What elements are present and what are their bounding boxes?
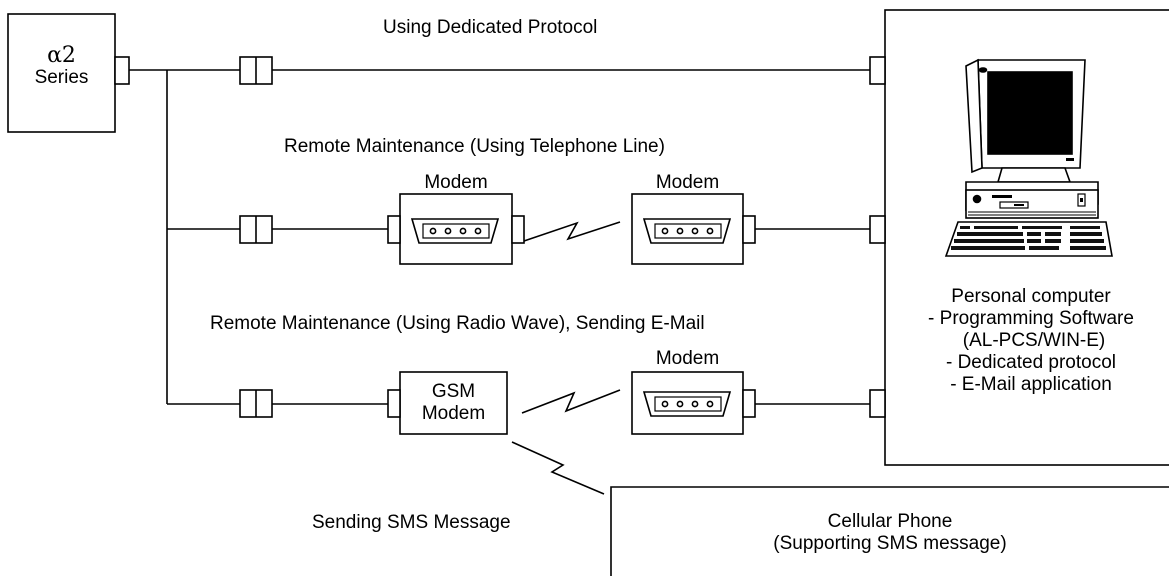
alpha2-port bbox=[114, 56, 130, 85]
modem-label-telephone-left: Modem bbox=[424, 172, 488, 193]
pc-item: - Programming Software bbox=[928, 308, 1134, 329]
sms-message-label: Sending SMS Message bbox=[312, 512, 511, 533]
lightning-link-icon-radio bbox=[521, 389, 621, 414]
alpha2-series-label: α2 Series bbox=[8, 45, 115, 89]
lightning-link-icon-sms bbox=[511, 441, 605, 495]
cellular-phone-label: Cellular Phone (Supporting SMS message) bbox=[611, 511, 1169, 555]
gsm-modem-label: GSM Modem bbox=[400, 381, 507, 425]
pc-item: - E-Mail application bbox=[950, 374, 1112, 395]
modem-right-telephone bbox=[631, 193, 756, 265]
connector-icon bbox=[239, 56, 273, 418]
alpha2-series-box bbox=[7, 13, 116, 133]
dedicated-protocol-label: Using Dedicated Protocol bbox=[383, 17, 598, 38]
bus-lines bbox=[129, 69, 870, 405]
gsm-line2: Modem bbox=[421, 403, 486, 424]
gsm-line1: GSM bbox=[431, 381, 476, 402]
gsm-modem-box bbox=[387, 371, 508, 435]
modem-left-telephone bbox=[387, 193, 525, 265]
alpha2-name: α2 bbox=[47, 43, 76, 68]
modem-right-radio bbox=[631, 371, 756, 435]
pc-ports bbox=[869, 56, 886, 418]
alpha2-series-text: Series bbox=[34, 67, 89, 88]
modem-label-telephone-right: Modem bbox=[655, 172, 720, 193]
cellular-line2: (Supporting SMS message) bbox=[773, 533, 1007, 554]
personal-computer-icon bbox=[944, 58, 1113, 257]
cellular-phone-box bbox=[610, 486, 1169, 576]
telephone-line-label: Remote Maintenance (Using Telephone Line… bbox=[284, 136, 665, 157]
radio-wave-label: Remote Maintenance (Using Radio Wave), S… bbox=[210, 313, 705, 334]
pc-item: (AL-PCS/WIN-E) bbox=[962, 330, 1106, 351]
pc-description: Personal computer - Programming Software… bbox=[886, 286, 1169, 396]
pc-title: Personal computer bbox=[951, 286, 1111, 307]
cellular-line1: Cellular Phone bbox=[827, 511, 953, 532]
modem-label-radio: Modem bbox=[655, 348, 720, 369]
pc-item: - Dedicated protocol bbox=[945, 352, 1117, 373]
lightning-link-icon bbox=[523, 221, 621, 242]
